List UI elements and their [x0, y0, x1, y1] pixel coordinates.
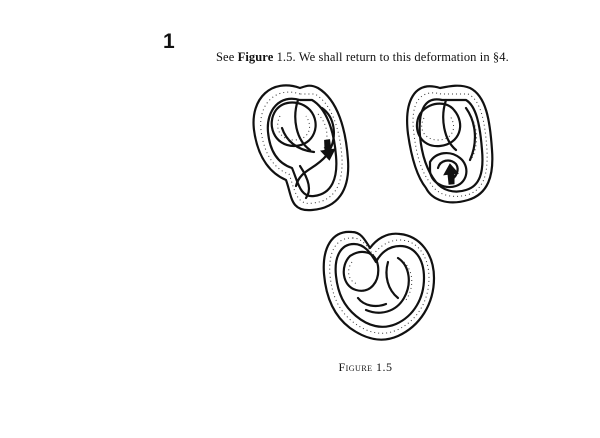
- knotted-band-surface-c: [322, 230, 436, 341]
- arrow-down-icon: [320, 139, 336, 161]
- body-text-rest: 1.5. We shall return to this deformation…: [273, 50, 509, 64]
- arrow-up-icon: [443, 163, 459, 185]
- knotted-band-surface-b: [406, 84, 494, 204]
- knotted-band-surface-a: [252, 84, 350, 212]
- body-text: See Figure 1.5. We shall return to this …: [216, 50, 509, 65]
- body-text-start: See: [216, 50, 238, 64]
- figure-caption: Figure 1.5: [338, 360, 393, 374]
- figure-reference: Figure: [237, 50, 274, 64]
- page-number: 1: [163, 30, 175, 53]
